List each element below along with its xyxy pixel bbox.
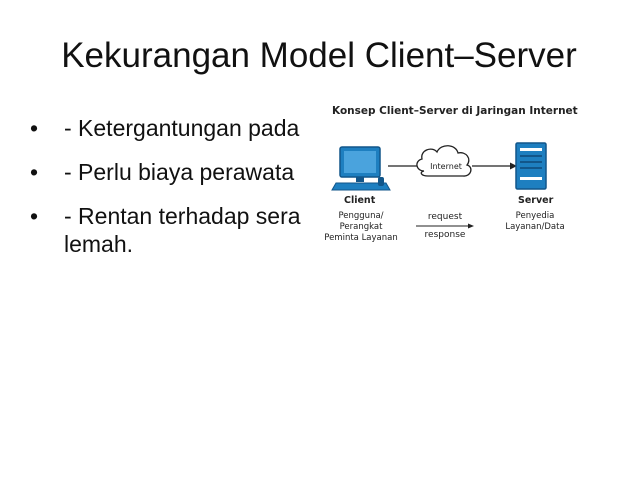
diagram-title: Konsep Client–Server di Jaringan Interne… [332, 105, 578, 117]
bullet-item: • - Ketergantungan pada [30, 114, 590, 142]
link-arrowhead [510, 162, 517, 170]
client-server-diagram: Konsep Client–Server di Jaringan Interne… [320, 99, 578, 261]
bullet-item: • - Perlu biaya perawata [30, 158, 590, 186]
bullet-marker: • [30, 159, 39, 185]
bullet-text-continuation: lemah. [64, 231, 134, 257]
bullet-item: • - Rentan terhadap sera lemah. [30, 202, 590, 258]
bullet-text: - Rentan terhadap sera [64, 203, 301, 229]
computer-icon [331, 146, 391, 191]
request-arrowhead [468, 223, 474, 229]
bullet-text: - Ketergantungan pada [64, 115, 300, 141]
cloud-label: Internet [430, 162, 462, 171]
bullet-list: • - Ketergantungan pada • - Perlu biaya … [30, 114, 590, 274]
server-icon [515, 142, 547, 190]
cloud-icon [416, 145, 472, 177]
server-label: Server [518, 195, 554, 206]
client-label: Client [344, 195, 376, 206]
slide-title: Kekurangan Model Client–Server [61, 36, 577, 75]
response-label: response [424, 230, 466, 240]
client-description: Pengguna/ Perangkat Peminta Layanan [324, 211, 398, 243]
server-description: Penyedia Layanan/Data [505, 211, 565, 232]
bullet-marker: • [30, 203, 39, 229]
bullet-text: - Perlu biaya perawata [64, 159, 295, 185]
diagram-graphics [331, 142, 547, 229]
request-label: request [427, 212, 463, 222]
bullet-marker: • [30, 115, 39, 141]
